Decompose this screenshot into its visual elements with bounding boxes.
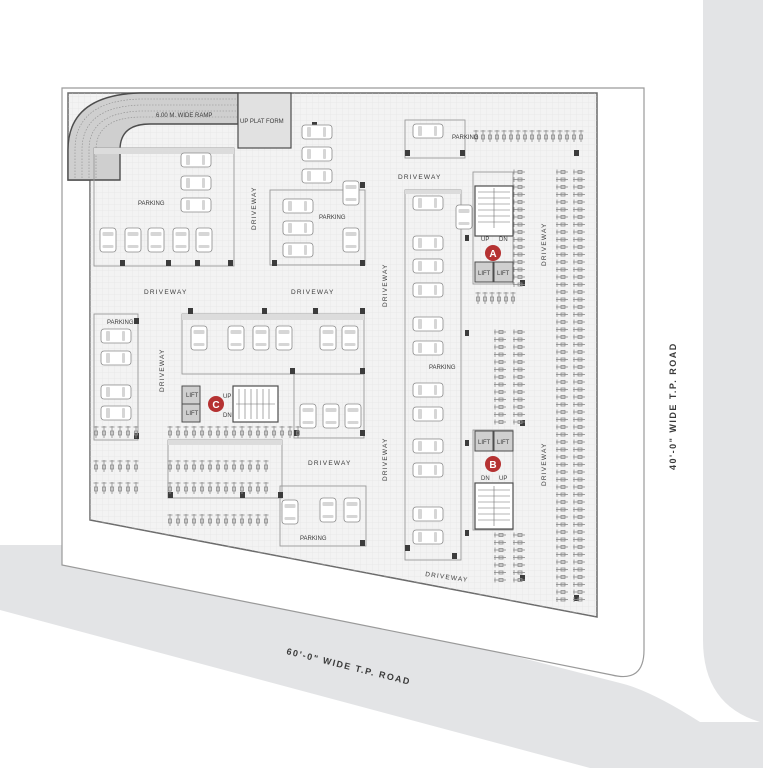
road-bottom (0, 545, 763, 768)
road-right (644, 0, 763, 722)
driveway-label-7: DRIVEWAY (159, 348, 166, 392)
core-a-up: UP (481, 237, 489, 243)
driveway-label-3: DRIVEWAY (398, 174, 442, 181)
core-b-dn: DN (481, 476, 490, 482)
driveway-label-8: DRIVEWAY (382, 263, 389, 307)
core-b-lift-2: LIFT (497, 440, 510, 446)
core-c-badge: C (212, 400, 219, 411)
driveway-label-11: DRIVEWAY (541, 442, 548, 486)
parking-label-2: PARKING (319, 215, 346, 221)
core-a-badge-circle (485, 245, 501, 261)
core-c-lift-1: LIFT (186, 393, 199, 399)
core-c: LIFT LIFT C UP DN (181, 385, 279, 423)
driveway-labels: DRIVEWAY DRIVEWAY DRIVEWAY DRIVEWAY DRIV… (144, 174, 548, 584)
core-c-badge-circle (208, 396, 224, 412)
platform-label: UP PLAT FORM (240, 119, 284, 125)
core-b-lift-1: LIFT (478, 440, 491, 446)
ramp-label: 6.00 M. WIDE RAMP (156, 113, 212, 119)
driveway-label-6: DRIVEWAY (251, 186, 258, 230)
core-b: LIFT LIFT B DN UP (474, 430, 514, 530)
road-label-right: 40'-0" WIDE T.P. ROAD (668, 342, 678, 470)
core-a-dn: DN (499, 237, 508, 243)
parking-label-5: PARKING (429, 365, 456, 371)
parking-label-1: PARKING (138, 201, 165, 207)
columns (120, 122, 579, 601)
parking-label-6: PARKING (300, 536, 327, 542)
driveway-label-2: DRIVEWAY (291, 289, 335, 296)
driveway-label-1: DRIVEWAY (144, 289, 188, 296)
core-c-dn: DN (223, 413, 232, 419)
driveway-label-4: DRIVEWAY (308, 460, 352, 467)
core-a: UP DN LIFT LIFT A (474, 185, 514, 283)
core-b-badge-circle (485, 456, 501, 472)
core-b-up: UP (499, 476, 507, 482)
core-a-badge: A (489, 249, 496, 260)
core-c-lift-2: LIFT (186, 411, 199, 417)
core-b-badge: B (489, 460, 496, 471)
core-c-up: UP (223, 394, 231, 400)
parking-labels: PARKING PARKING PARKING PARKING PARKING … (107, 135, 479, 542)
core-a-lift-1: LIFT (478, 271, 491, 277)
parking-label-4: PARKING (107, 320, 134, 326)
parking-label-3: PARKING (452, 135, 479, 141)
up-platform: UP PLAT FORM (237, 92, 292, 149)
driveway-label-10: DRIVEWAY (541, 222, 548, 266)
core-a-lift-2: LIFT (497, 271, 510, 277)
ramp[interactable]: 6.00 M. WIDE RAMP (67, 92, 239, 181)
driveway-label-9: DRIVEWAY (382, 437, 389, 481)
